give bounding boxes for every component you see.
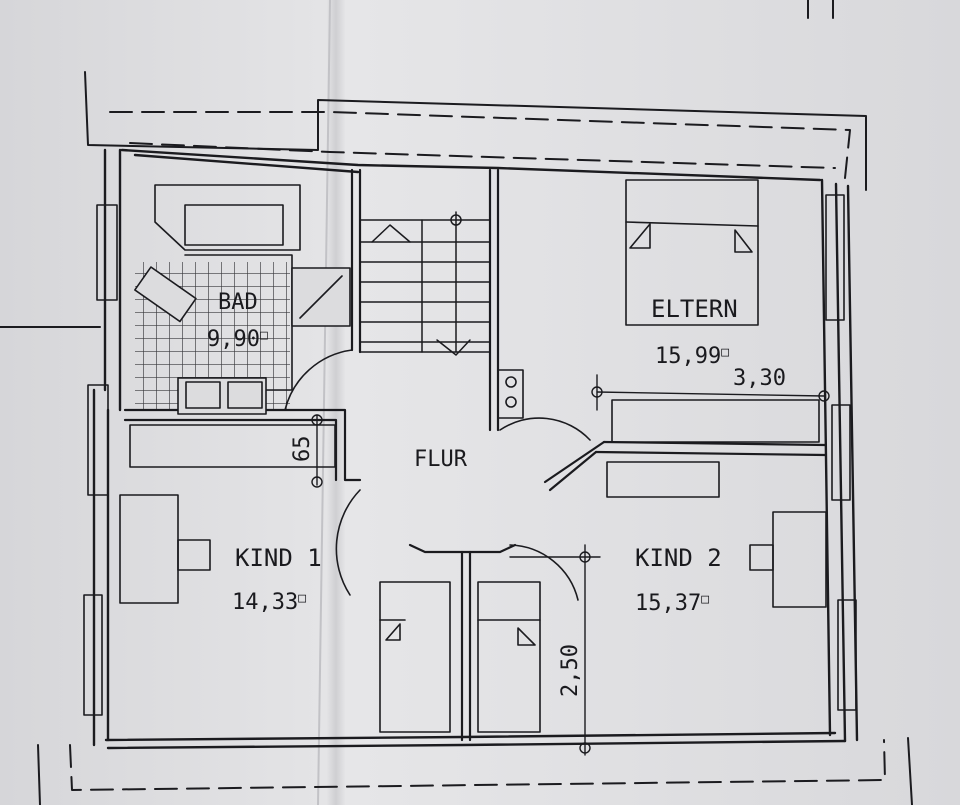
- room-area-eltern: 15,99□: [655, 344, 729, 369]
- room-name-flur: FLUR: [414, 447, 468, 472]
- room-area-kind1: 14,33□: [232, 590, 306, 615]
- room-name-bad: BAD: [218, 290, 258, 315]
- paper-fold: [317, 0, 331, 805]
- room-area-bad: 9,90□: [207, 327, 268, 352]
- labels: BAD 9,90□ ELTERN 15,99□ FLUR KIND 1 14,3…: [207, 290, 786, 697]
- windows: [83, 194, 857, 716]
- roof-outline: [0, 0, 913, 805]
- dimension-label-wall: 65: [290, 436, 315, 463]
- room-name-kind2: KIND 2: [635, 544, 722, 572]
- interior-walls: [123, 168, 827, 742]
- room-name-eltern: ELTERN: [651, 295, 738, 323]
- staircase: [359, 211, 491, 356]
- dimension-label-length: 2,50: [558, 644, 583, 697]
- room-area-kind2: 15,37□: [635, 591, 709, 616]
- bathroom-fixtures: [134, 184, 351, 415]
- kid1-furniture: [119, 424, 336, 604]
- dimension-lines: [311, 374, 830, 756]
- room-name-kind1: KIND 1: [235, 544, 322, 572]
- chimney: [497, 369, 524, 419]
- kid2-furniture: [606, 461, 827, 608]
- dimension-label-width: 3,30: [733, 366, 786, 391]
- beds: [379, 581, 541, 733]
- parents-furniture: [611, 179, 820, 443]
